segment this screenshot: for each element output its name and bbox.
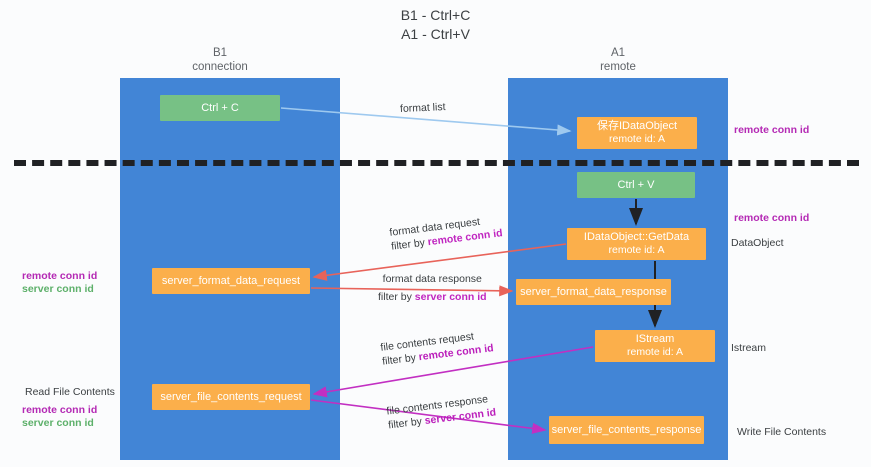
node-istream[interactable]: IStream remote id: A [595,330,715,362]
node-server-format-data-request-label: server_format_data_request [161,274,301,287]
annotation-left-read-file-contents: Read File Contents [25,386,115,398]
lane-header-a1-name: A1 [610,47,626,59]
diagram-title: B1 - Ctrl+C A1 - Ctrl+V [0,6,871,44]
annotation-right-remote-conn-id-mid: remote conn id [734,212,810,224]
edge-label-format-data-response-text: format data response [382,273,482,285]
node-istream-label: IStream [635,333,675,345]
title-line-1: B1 - Ctrl+C [400,7,471,23]
node-ctrl-v-label: Ctrl + V [617,178,655,191]
node-server-format-data-response-label: server_format_data_response [520,285,667,298]
node-server-format-data-request[interactable]: server_format_data_request [152,268,310,294]
node-server-file-contents-response[interactable]: server_file_contents_response [549,416,704,444]
annotation-left-remote-conn-id-mid: remote conn id [22,270,98,282]
node-idataobject-getdata-label: IDataObject::GetData [583,231,690,243]
node-istream-sub: remote id: A [626,346,684,358]
node-store-dataobject-sub: remote id: A [608,133,666,145]
arrow-file-contents-response [310,399,547,434]
annotation-left-server-conn-id-mid: server conn id [22,283,94,295]
node-ctrl-c[interactable]: Ctrl + C [160,95,280,121]
title-line-2: A1 - Ctrl+V [401,26,470,42]
annotation-right-istream: Istream [731,342,767,354]
node-server-file-contents-request-label: server_file_contents_request [160,390,302,403]
edge-label-format-data-response-filter: filter by server conn id [378,290,487,304]
arrow-file-contents-request [312,346,594,398]
node-store-dataobject-label: 保存IDataObject [596,120,678,132]
node-server-file-contents-request[interactable]: server_file_contents_request [152,384,310,410]
edge-label-format-data-response: format data response filter by server co… [378,272,487,304]
node-ctrl-c-label: Ctrl + C [201,101,239,114]
edge-filter-key-server-conn-id: server conn id [414,291,487,303]
lane-header-b1-name: B1 [212,47,228,59]
lane-header-b1: B1 connection [140,46,300,74]
lane-header-a1: A1 remote [538,46,698,74]
node-store-dataobject[interactable]: 保存IDataObject remote id: A [577,117,697,149]
arrow-format-data-response [310,285,514,297]
node-server-file-contents-response-label: server_file_contents_response [551,423,702,436]
annotation-left-server-conn-id-bottom: server conn id [22,417,94,429]
lane-header-b1-role: connection [192,61,248,73]
annotation-right-remote-conn-id-top: remote conn id [734,124,810,136]
edge-label-format-list: format list [400,100,446,116]
annotation-right-dataobject: DataObject [731,237,784,249]
node-idataobject-getdata-sub: remote id: A [608,244,665,256]
arrow-format-data-request [312,243,567,281]
arrow-format-list [280,107,572,136]
edge-filter-prefix: filter by [378,291,415,303]
annotation-left-remote-conn-id-bottom: remote conn id [22,404,98,416]
node-server-format-data-response[interactable]: server_format_data_response [516,279,671,305]
annotation-right-write-file-contents: Write File Contents [737,426,827,438]
phase-divider [14,160,859,166]
edge-label-format-list-text: format list [399,101,446,115]
node-ctrl-v[interactable]: Ctrl + V [577,172,695,198]
lane-header-a1-role: remote [600,61,636,73]
node-idataobject-getdata[interactable]: IDataObject::GetData remote id: A [567,228,706,260]
